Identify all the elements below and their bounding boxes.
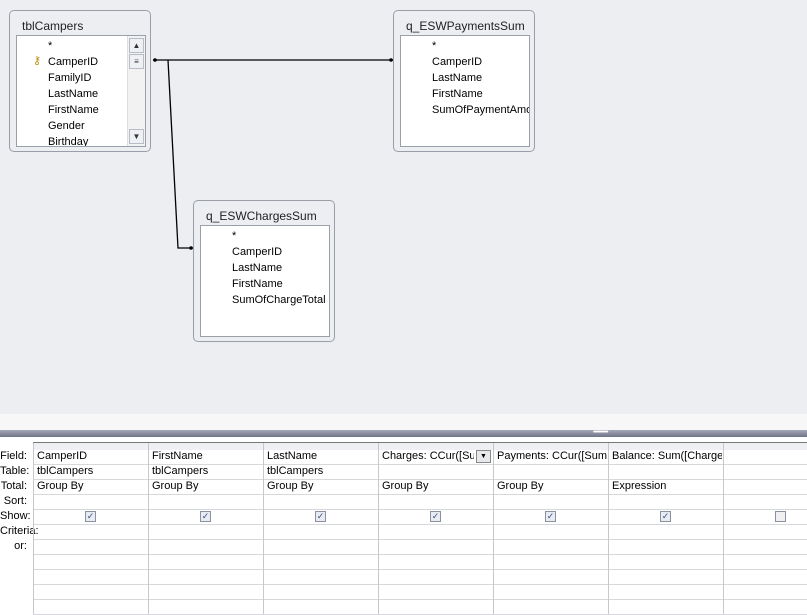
grid-cell-table[interactable]: tblCampers	[37, 465, 94, 477]
field-list-item[interactable]: LastName	[232, 262, 283, 274]
grid-cell-sort[interactable]	[493, 494, 607, 509]
grid-column	[493, 443, 494, 614]
query-design-grid: Field: Table: Total: Sort: Show: Criteria: or:…	[0, 437, 807, 615]
field-dropdown-chevron-down-icon[interactable]: ▼	[476, 450, 491, 463]
grid-column	[263, 443, 264, 614]
grid-column	[378, 443, 379, 614]
primary-key-icon: ⚷	[33, 55, 42, 67]
scroll-thumb[interactable]: ≡	[129, 54, 144, 69]
field-list-item[interactable]: FirstName	[232, 278, 283, 290]
field-list-item[interactable]: LastName	[48, 88, 99, 100]
row-label: Table:	[0, 465, 30, 477]
show-checkbox[interactable]: ✓	[315, 511, 326, 522]
field-list-item[interactable]: FamilyID	[48, 72, 92, 84]
grid-cell-field[interactable]: FirstName	[152, 450, 203, 462]
show-checkbox[interactable]: ✓	[430, 511, 441, 522]
grid-cell-total[interactable]: Group By	[267, 480, 314, 492]
grid-cell-table[interactable]: tblCampers	[152, 465, 209, 477]
field-list-item[interactable]: CamperID	[232, 246, 283, 258]
grid-column	[608, 443, 609, 614]
grid-cell-total[interactable]	[723, 479, 807, 494]
grid-cell-total[interactable]: Group By	[152, 480, 199, 492]
grid-cell-sort[interactable]	[723, 494, 807, 509]
grid-line	[33, 464, 807, 465]
row-label: Show:	[0, 510, 31, 522]
grid-cell-total[interactable]: Expression	[612, 480, 667, 492]
pane-splitter[interactable]: ••••••••••	[0, 429, 807, 437]
grid-cell-field[interactable]: CamperID	[37, 450, 88, 462]
field-list-item[interactable]: *	[232, 230, 237, 242]
join-line-charges	[167, 59, 193, 249]
grid-cell-field[interactable]	[723, 449, 807, 464]
grid-cell-total[interactable]: Group By	[382, 480, 429, 492]
row-label: Field:	[0, 450, 27, 462]
grid-cell-field[interactable]: Payments: CCur([SumOfPaymentAmount])	[497, 450, 607, 462]
grid-cell-total[interactable]: Group By	[497, 480, 544, 492]
grid-cell-table[interactable]	[608, 464, 722, 479]
field-list-item[interactable]: FirstName	[48, 104, 99, 116]
grid-line	[33, 524, 807, 525]
grid-line	[33, 539, 807, 540]
show-checkbox[interactable]: ✓	[200, 511, 211, 522]
row-label: Criteria:	[0, 525, 39, 537]
field-list-item[interactable]: CamperID	[432, 56, 483, 68]
field-list-item[interactable]: LastName	[432, 72, 483, 84]
grid-line	[33, 569, 807, 570]
field-list-item[interactable]: CamperID	[48, 56, 99, 68]
relationship-lines	[153, 58, 393, 250]
grid-cell-sort[interactable]	[608, 494, 722, 509]
grid-cell-field[interactable]: LastName	[267, 450, 318, 462]
grid-cell-table[interactable]	[723, 464, 807, 479]
grid-cell-field[interactable]: Balance: Sum([Charges]-[Payments])	[612, 450, 722, 462]
row-label: Sort:	[3, 495, 27, 507]
splitter-gap	[0, 414, 807, 430]
grid-column	[33, 443, 34, 614]
grid-column	[148, 443, 149, 614]
grid-line	[33, 479, 807, 480]
field-list-title[interactable]: q_ESWPaymentsSum	[406, 19, 525, 33]
splitter-grip-icon[interactable]: ••••••••••	[593, 429, 608, 436]
grid-cell-table[interactable]	[493, 464, 607, 479]
grid-line	[33, 584, 807, 585]
field-list-title[interactable]: q_ESWChargesSum	[206, 209, 317, 223]
grid-cell-sort[interactable]	[33, 494, 147, 509]
grid-cell-sort[interactable]	[378, 494, 492, 509]
field-list-item[interactable]: SumOfChargeTotal	[232, 294, 326, 306]
grid-cell-total[interactable]: Group By	[37, 480, 84, 492]
grid-line	[33, 494, 807, 495]
scroll-up-icon[interactable]: ▲	[129, 38, 144, 53]
scroll-down-icon[interactable]: ▼	[129, 129, 144, 144]
field-list-item[interactable]: Birthday	[48, 136, 89, 147]
field-list-title[interactable]: tblCampers	[22, 19, 84, 33]
row-label: Total:	[0, 480, 27, 492]
show-checkbox[interactable]	[775, 511, 786, 522]
grid-cell-sort[interactable]	[263, 494, 377, 509]
grid-cell-table[interactable]: tblCampers	[267, 465, 324, 477]
grid-line	[33, 509, 807, 510]
show-checkbox[interactable]: ✓	[660, 511, 671, 522]
grid-line	[33, 554, 807, 555]
field-list-scrollbar[interactable]: ▲≡ ▼	[127, 36, 145, 146]
field-list-item[interactable]: FirstName	[432, 88, 483, 100]
field-list-item[interactable]: *	[432, 40, 437, 52]
grid-column	[723, 443, 724, 614]
show-checkbox[interactable]: ✓	[85, 511, 96, 522]
grid-line	[33, 599, 807, 600]
field-list-item[interactable]: Gender	[48, 120, 85, 132]
grid-cell-sort[interactable]	[148, 494, 262, 509]
row-label: or:	[14, 540, 27, 552]
grid-cell-table[interactable]	[378, 464, 492, 479]
field-list-item[interactable]: *	[48, 40, 53, 52]
grid-cell-field[interactable]: Charges: CCur([SumOfChargeTotal])	[382, 450, 474, 462]
field-list-item[interactable]: SumOfPaymentAmount	[432, 104, 529, 116]
show-checkbox[interactable]: ✓	[545, 511, 556, 522]
